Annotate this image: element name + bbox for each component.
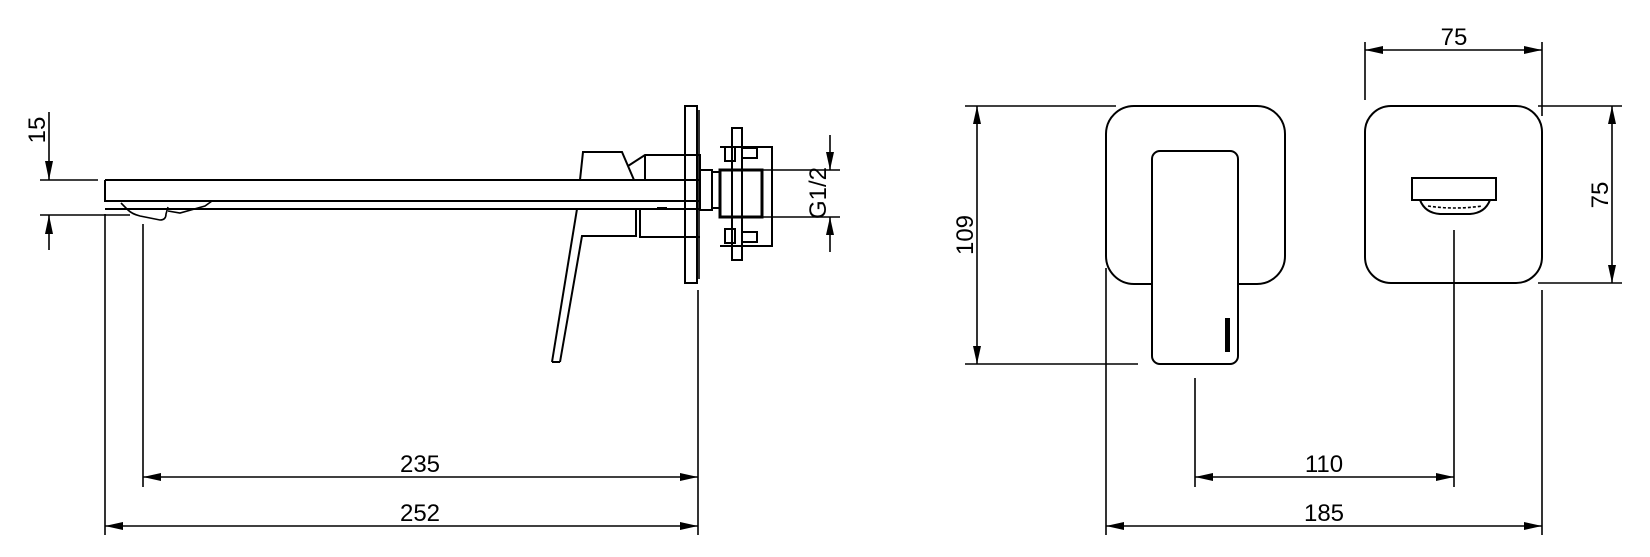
dimension-75-height: 75 (1538, 105, 1622, 284)
lever-body (551, 151, 701, 363)
spout (104, 179, 700, 221)
wall-flange (684, 105, 698, 284)
dimension-15: 15 (24, 112, 130, 250)
front-view-spout: 75 75 (1364, 24, 1622, 535)
dimension-110: 110 (1195, 451, 1454, 481)
dimension-75-width: 75 (1364, 24, 1543, 116)
dimension-235: 235 (143, 451, 698, 481)
dimension-252: 252 (105, 500, 698, 530)
dimension-label: 235 (400, 451, 440, 478)
spout-outlet (1411, 177, 1497, 201)
dimension-label: G1/2 (805, 167, 832, 219)
side-view: 15 G1/2 235 252 (24, 105, 840, 535)
aerator-icon (1419, 199, 1491, 215)
dimension-g12: G1/2 (762, 135, 840, 252)
dimension-label: 110 (1305, 451, 1343, 478)
dimension-185: 185 (1106, 500, 1542, 530)
dimension-label: 109 (952, 215, 979, 255)
dimension-label: 75 (1587, 182, 1614, 209)
connector-valve (699, 127, 773, 261)
dimension-label: 15 (24, 117, 51, 144)
dimension-label: 252 (400, 500, 440, 527)
logo-mark (1225, 318, 1230, 352)
front-view-lever: 109 (952, 105, 1286, 535)
lever-handle (1151, 150, 1239, 365)
dimension-label: 75 (1441, 24, 1468, 51)
dimension-109: 109 (952, 105, 1138, 365)
dimension-label: 185 (1304, 500, 1344, 527)
